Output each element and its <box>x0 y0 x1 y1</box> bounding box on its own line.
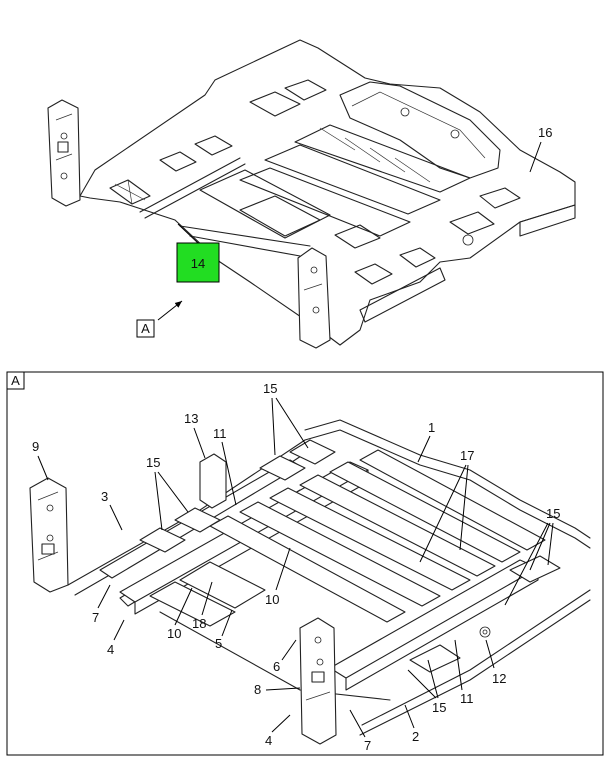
left-pillar <box>29 477 69 593</box>
callout-7-a: 7 <box>92 610 99 625</box>
callout-11-a: 11 <box>213 426 227 441</box>
detail-view-frame <box>6 371 604 756</box>
callout-8: 8 <box>254 682 261 697</box>
callout-1: 1 <box>428 420 435 435</box>
view-reference-a: A <box>136 319 155 338</box>
callout-18: 18 <box>192 616 206 631</box>
floor-ribs <box>239 124 471 237</box>
detail-callouts: 1 2 3 4 4 5 6 7 7 8 9 10 10 11 11 12 13 <box>32 381 560 753</box>
detail-frame-label: A <box>11 373 20 388</box>
callout-15-c: 15 <box>546 506 560 521</box>
callout-5: 5 <box>215 636 222 651</box>
callout-4-b: 4 <box>265 733 272 748</box>
front-pillar-bracket <box>297 247 331 349</box>
callout-3: 3 <box>101 489 108 504</box>
callout-10-b: 10 <box>265 592 279 607</box>
callout-10-a: 10 <box>167 626 181 641</box>
left-pillar-bracket <box>47 99 81 207</box>
front-pillar <box>299 617 337 745</box>
callout-6: 6 <box>273 659 280 674</box>
callout-9: 9 <box>32 439 39 454</box>
detail-frame-tag <box>6 371 25 390</box>
callout-16: 16 <box>538 125 552 140</box>
floor-pan-assembly <box>47 39 576 349</box>
floor-frame-assembly <box>29 419 591 745</box>
highlight-callout-14: 14 <box>176 242 220 283</box>
callout-14-label: 14 <box>191 256 205 271</box>
callout-15-d: 15 <box>432 700 446 715</box>
callout-12: 12 <box>492 671 506 686</box>
callout-11-b: 11 <box>460 691 474 706</box>
callout-13: 13 <box>184 411 198 426</box>
callout-7-b: 7 <box>364 738 371 753</box>
callout-15-b: 15 <box>263 381 277 396</box>
cross-members <box>209 449 546 623</box>
view-ref-label: A <box>141 321 150 336</box>
callout-17: 17 <box>460 448 474 463</box>
callout-2: 2 <box>412 729 419 744</box>
callout-4-a: 4 <box>107 642 114 657</box>
callout-15-a: 15 <box>146 455 160 470</box>
